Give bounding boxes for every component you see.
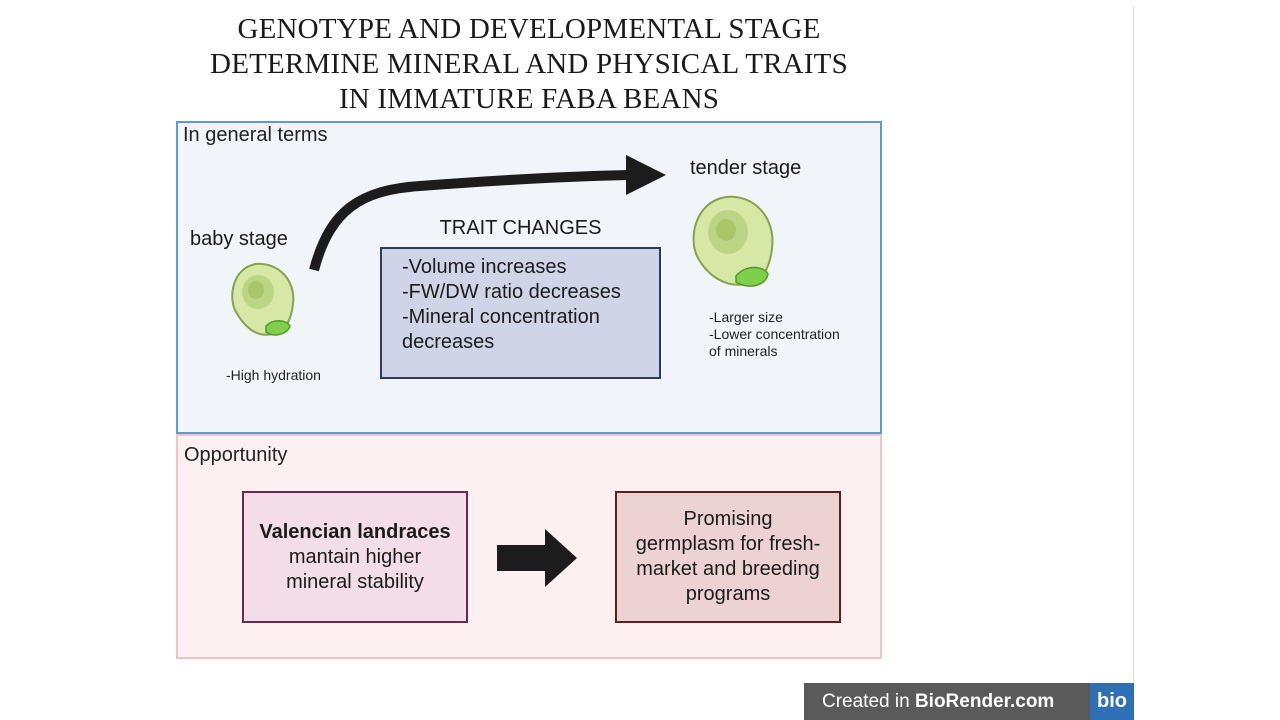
trait-line: -FW/DW ratio decreases bbox=[402, 281, 621, 303]
germplasm-line: germplasm for fresh- bbox=[635, 533, 821, 555]
germplasm-line: market and breeding bbox=[636, 558, 820, 580]
germplasm-line: programs bbox=[685, 583, 771, 605]
badge-text: Created in BioRender.com bbox=[804, 691, 1054, 713]
opportunity-label: Opportunity bbox=[184, 444, 288, 466]
trait-changes-box: -Volume increases -FW/DW ratio decreases… bbox=[380, 247, 661, 379]
badge-brand: BioRender.com bbox=[914, 690, 1055, 712]
trait-line: decreases bbox=[402, 331, 495, 353]
landraces-bold-text: Valencian landraces bbox=[259, 520, 451, 543]
faba-bean-icon bbox=[231, 262, 295, 336]
promising-germplasm-box: Promising germplasm for fresh- market an… bbox=[615, 491, 841, 623]
biorender-badge[interactable]: Created in BioRender.com bio bbox=[804, 683, 1134, 720]
title-line-2: DETERMINE MINERAL AND PHYSICAL TRAITS bbox=[210, 48, 848, 80]
tender-note-line: -Larger size bbox=[709, 309, 783, 325]
baby-stage-note: -High hydration bbox=[226, 367, 321, 383]
tender-note-line: -Lower concentration bbox=[709, 326, 840, 342]
tender-stage-label: tender stage bbox=[690, 157, 802, 179]
tender-stage-notes: -Larger size -Lower concentration of min… bbox=[709, 309, 840, 360]
landraces-line: mantain higher bbox=[288, 545, 422, 568]
germplasm-line: Promising bbox=[683, 508, 773, 530]
trait-changes-title: TRAIT CHANGES bbox=[439, 217, 602, 239]
badge-prefix: Created in bbox=[822, 690, 915, 712]
bio-logo-icon: bio bbox=[1090, 683, 1134, 720]
page-divider bbox=[1133, 6, 1134, 720]
title-line-1: GENOTYPE AND DEVELOPMENTAL STAGE bbox=[237, 13, 821, 45]
trait-line: -Volume increases bbox=[402, 256, 567, 278]
general-terms-label: In general terms bbox=[183, 124, 328, 146]
baby-stage-label: baby stage bbox=[190, 228, 288, 250]
landraces-line: mineral stability bbox=[286, 570, 424, 593]
right-arrow-icon bbox=[497, 529, 577, 587]
trait-line: -Mineral concentration bbox=[402, 306, 600, 328]
figure-title: GENOTYPE AND DEVELOPMENTAL STAGE DETERMI… bbox=[170, 12, 888, 117]
title-line-3: IN IMMATURE FABA BEANS bbox=[338, 83, 720, 115]
faba-bean-icon bbox=[692, 195, 774, 287]
valencian-landraces-box: Valencian landraces mantain higher miner… bbox=[242, 491, 468, 623]
tender-note-line: of minerals bbox=[709, 343, 778, 359]
